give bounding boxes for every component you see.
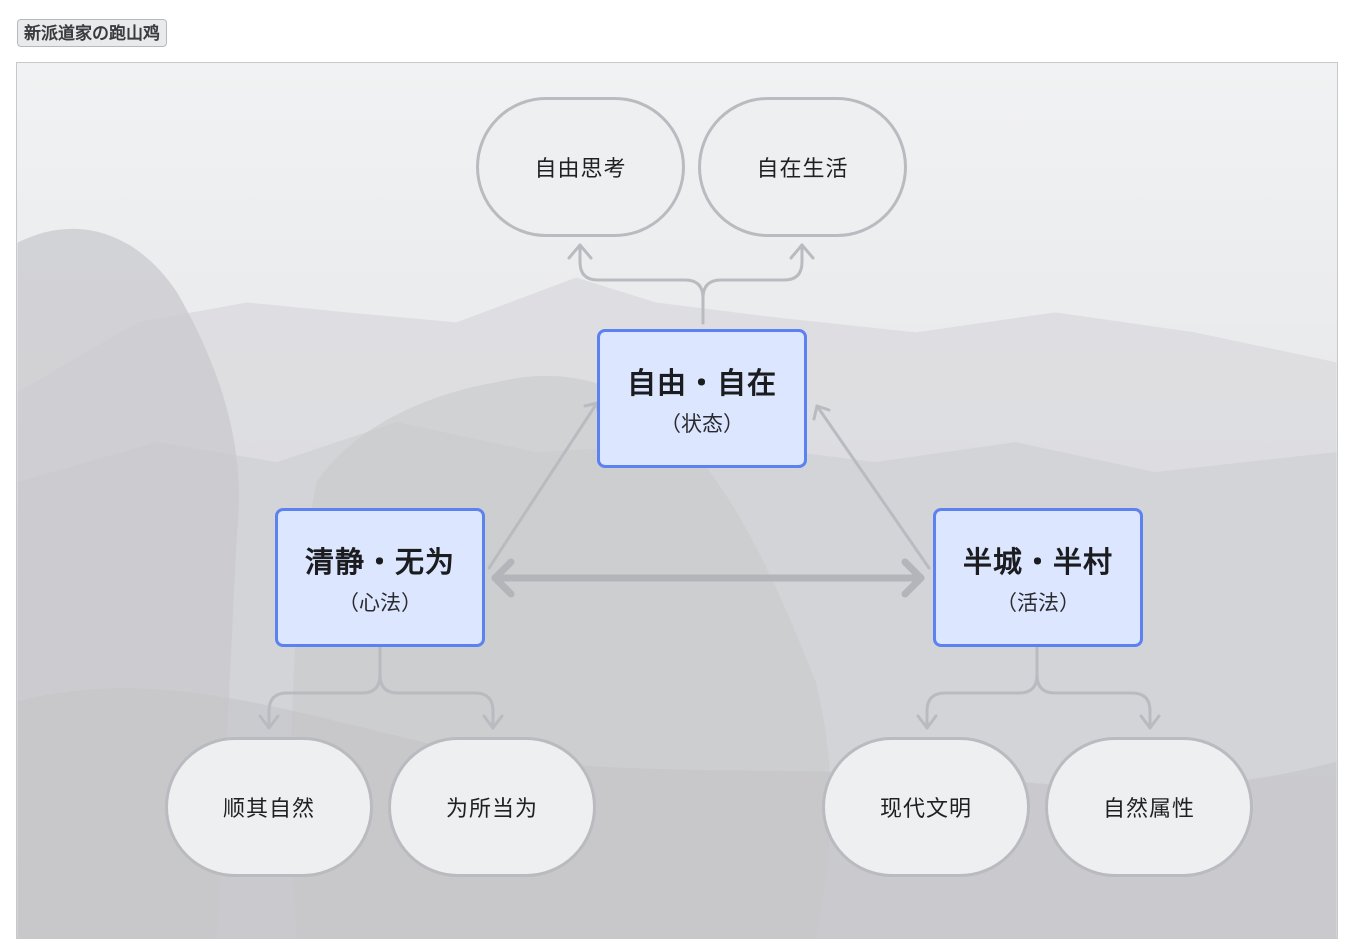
diagram-canvas: 自由思考 自在生活 自由・自在 （状态） 清静・无为 （心法） 半城・半村 （活… [16,62,1338,939]
core-node-half-city-sub: （活法） [996,590,1080,615]
core-node-half-city[interactable]: 半城・半村 （活法） [933,508,1143,647]
arrowhead-free-thinking [567,243,593,260]
core-node-tranquility-label: 清静・无为 [304,544,455,579]
node-natural-attribute[interactable]: 自然属性 [1045,737,1253,877]
arrowhead-modern [916,714,938,730]
core-node-tranquility[interactable]: 清静・无为 （心法） [275,508,485,647]
core-node-tranquility-sub: （心法） [338,590,422,615]
arrowhead-right [901,558,925,598]
node-modern-civilization[interactable]: 现代文明 [822,737,1030,877]
node-do-what-should-label: 为所当为 [445,797,538,822]
edge-right-to-top [815,404,931,570]
core-node-freedom-label: 自由・自在 [626,365,777,400]
node-free-thinking[interactable]: 自由思考 [476,97,685,237]
arrowhead-left [491,558,515,598]
arrowhead-do-what-should [482,714,504,730]
core-node-freedom[interactable]: 自由・自在 （状态） [597,329,807,468]
node-free-living-label: 自在生活 [756,157,849,182]
edge-top-to-free-living [701,243,804,300]
node-natural-attribute-label: 自然属性 [1102,797,1195,822]
node-do-what-should[interactable]: 为所当为 [388,737,596,877]
arrowhead-natural [1139,714,1161,730]
edge-top-to-free-thinking [578,243,705,325]
edge-right-to-modern [925,646,1039,730]
edge-left-to-follow-nature [267,646,382,730]
core-node-half-city-label: 半城・半村 [962,544,1113,579]
node-free-living[interactable]: 自在生活 [698,97,907,237]
diagram-connectors [258,243,1161,730]
diagram-title: 新派道家の跑山鸡 [17,19,167,47]
edge-left-to-do-what-should [378,673,495,730]
arrowhead-right-to-top [812,404,831,421]
node-follow-nature-label: 顺其自然 [222,797,315,822]
core-node-freedom-sub: （状态） [660,411,744,436]
edge-right-to-natural [1035,673,1152,730]
node-follow-nature[interactable]: 顺其自然 [165,737,373,877]
edge-left-to-top [487,401,599,570]
node-modern-civilization-label: 现代文明 [879,797,972,822]
arrowhead-free-living [789,243,815,260]
arrowhead-follow-nature [258,714,280,730]
node-free-thinking-label: 自由思考 [534,157,627,182]
